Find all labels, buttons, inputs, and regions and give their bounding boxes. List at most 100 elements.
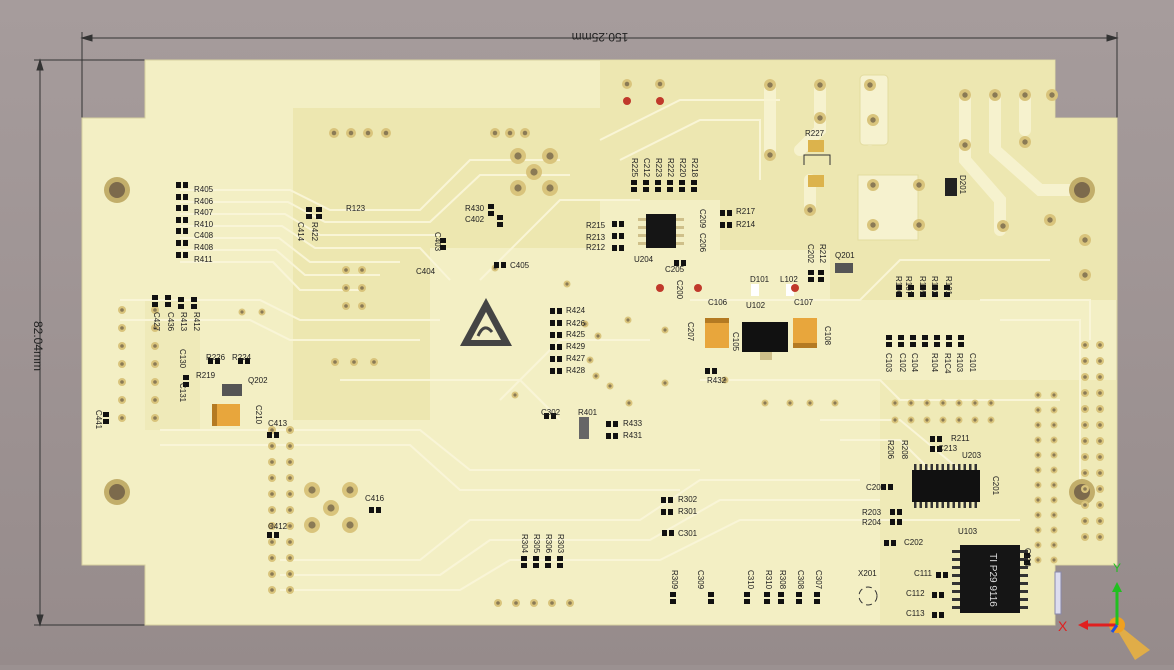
u103-chip-marking: TI P29 9116	[987, 553, 998, 607]
silk-label-r301: R301	[678, 507, 698, 516]
silk-label-c209: C209	[698, 209, 707, 229]
silk-label-r105: R105	[918, 276, 927, 296]
silk-label-r306: R306	[544, 534, 553, 554]
tantalum-cap-c210[interactable]	[212, 404, 240, 426]
mounting-holes	[104, 177, 1095, 505]
horizontal-dimension-label: 150.25mm	[572, 30, 629, 44]
horizontal-dimension	[80, 32, 1119, 118]
silk-label-r104: R104	[930, 353, 939, 373]
silk-label-c112: C112	[906, 589, 925, 598]
silk-label-r227: R227	[805, 129, 825, 138]
silk-label-c403: C403	[433, 232, 442, 252]
resistor-r227[interactable]	[803, 140, 831, 187]
silk-label-r309: R309	[670, 570, 679, 590]
silk-label-r226: R226	[206, 353, 226, 362]
esd-warning-icon	[460, 298, 512, 346]
silk-label-c436: C436	[166, 312, 175, 332]
silk-label-r107: R107	[904, 276, 913, 296]
silk-label-c412: C412	[268, 522, 288, 531]
silk-label-r432: R432	[707, 376, 727, 385]
silk-label-c309: C309	[696, 570, 705, 590]
silk-label-c105: C105	[731, 332, 740, 352]
silk-label-c207: C207	[686, 322, 695, 342]
silk-label-r106: R106	[894, 276, 903, 296]
transistor-q202[interactable]	[222, 384, 242, 396]
silk-label-r215: R215	[586, 221, 606, 230]
silk-label-c301: C301	[678, 529, 698, 538]
silk-label-q202: Q202	[248, 376, 268, 385]
silk-label-r101: R101	[944, 276, 953, 296]
silk-label-r424: R424	[566, 306, 586, 315]
silk-label-x201: X201	[858, 569, 877, 578]
silk-label-c202b: C202	[904, 538, 924, 547]
silk-label-c202: C202	[806, 244, 815, 264]
silk-label-c308: C308	[796, 570, 805, 590]
led-indicators	[623, 97, 799, 292]
tantalum-cap-c107[interactable]	[793, 318, 817, 348]
silk-label-r425: R425	[566, 330, 586, 339]
silk-label-c302: C302	[541, 408, 561, 417]
silk-label-r427: R427	[566, 354, 586, 363]
gizmo-y-label: Y	[1113, 561, 1121, 575]
edge-connector[interactable]	[1054, 571, 1062, 615]
silk-label-c427: C427	[152, 312, 161, 332]
transistor-q201[interactable]	[835, 263, 853, 273]
silk-label-r103: R103	[955, 353, 964, 373]
crystal-x201[interactable]	[858, 586, 878, 606]
silk-label-r310: R310	[764, 570, 773, 590]
mounting-hole	[104, 479, 130, 505]
silk-label-r411: R411	[194, 255, 213, 264]
diode-d201[interactable]	[945, 178, 957, 196]
silk-label-r406: R406	[194, 197, 214, 206]
silk-label-c113: C113	[906, 609, 925, 618]
silk-label-u203: U203	[962, 451, 982, 460]
silk-label-r422: R422	[310, 222, 319, 242]
silk-label-r212: R212	[586, 243, 606, 252]
silk-label-c210: C210	[254, 405, 263, 425]
silk-label-c107: C107	[794, 298, 814, 307]
silk-label-r401: R401	[578, 408, 598, 417]
silk-label-r224: R224	[232, 353, 252, 362]
ic-u204[interactable]	[638, 214, 684, 248]
silk-label-r407: R407	[194, 208, 214, 217]
silk-label-q201: Q201	[835, 251, 855, 260]
silk-label-r431: R431	[623, 431, 643, 440]
pcb-traces	[120, 99, 1091, 591]
silk-label-c310: C310	[746, 570, 755, 590]
silk-label-r412: R412	[192, 312, 201, 332]
tantalum-cap-c106[interactable]	[705, 318, 729, 348]
silk-label-c416: C416	[365, 494, 385, 503]
silk-label-r208: R208	[900, 440, 909, 460]
silk-label-r213: R213	[586, 233, 606, 242]
ic-u102[interactable]	[742, 322, 788, 360]
silk-label-r308: R308	[778, 570, 787, 590]
ic-u203[interactable]	[912, 464, 980, 508]
silk-label-u103: U103	[958, 527, 978, 536]
silk-label-c200: C200	[675, 280, 684, 300]
resistor-r401[interactable]	[579, 417, 589, 439]
silk-label-r220: R220	[678, 158, 687, 178]
silk-label-u204: U204	[634, 255, 654, 264]
silk-label-c414: C414	[296, 222, 305, 242]
silk-label-r222: R222	[666, 158, 675, 178]
silk-label-c103: C103	[884, 353, 893, 373]
silk-label-c111: C111	[914, 569, 932, 578]
silk-label-c205: C205	[665, 265, 685, 274]
silk-label-r218: R218	[690, 158, 699, 178]
axis-gizmo[interactable]: X Y	[1058, 561, 1150, 660]
mounting-hole	[104, 177, 130, 203]
silk-label-r204: R204	[862, 518, 882, 527]
silk-label-c201: C201	[991, 476, 1000, 496]
mounting-hole	[1069, 177, 1095, 203]
silk-label-r223: R223	[654, 158, 663, 178]
silk-label-c405: C405	[510, 261, 530, 270]
silk-label-c101: C101	[968, 353, 977, 373]
silk-label-r408: R408	[194, 243, 214, 252]
silk-label-c408: C408	[194, 231, 214, 240]
ic-u103[interactable]: TI P29 9116	[952, 545, 1028, 613]
silk-label-c212: C212	[642, 158, 651, 178]
silk-label-r225: R225	[630, 158, 639, 178]
silk-label-r214: R214	[736, 220, 756, 229]
